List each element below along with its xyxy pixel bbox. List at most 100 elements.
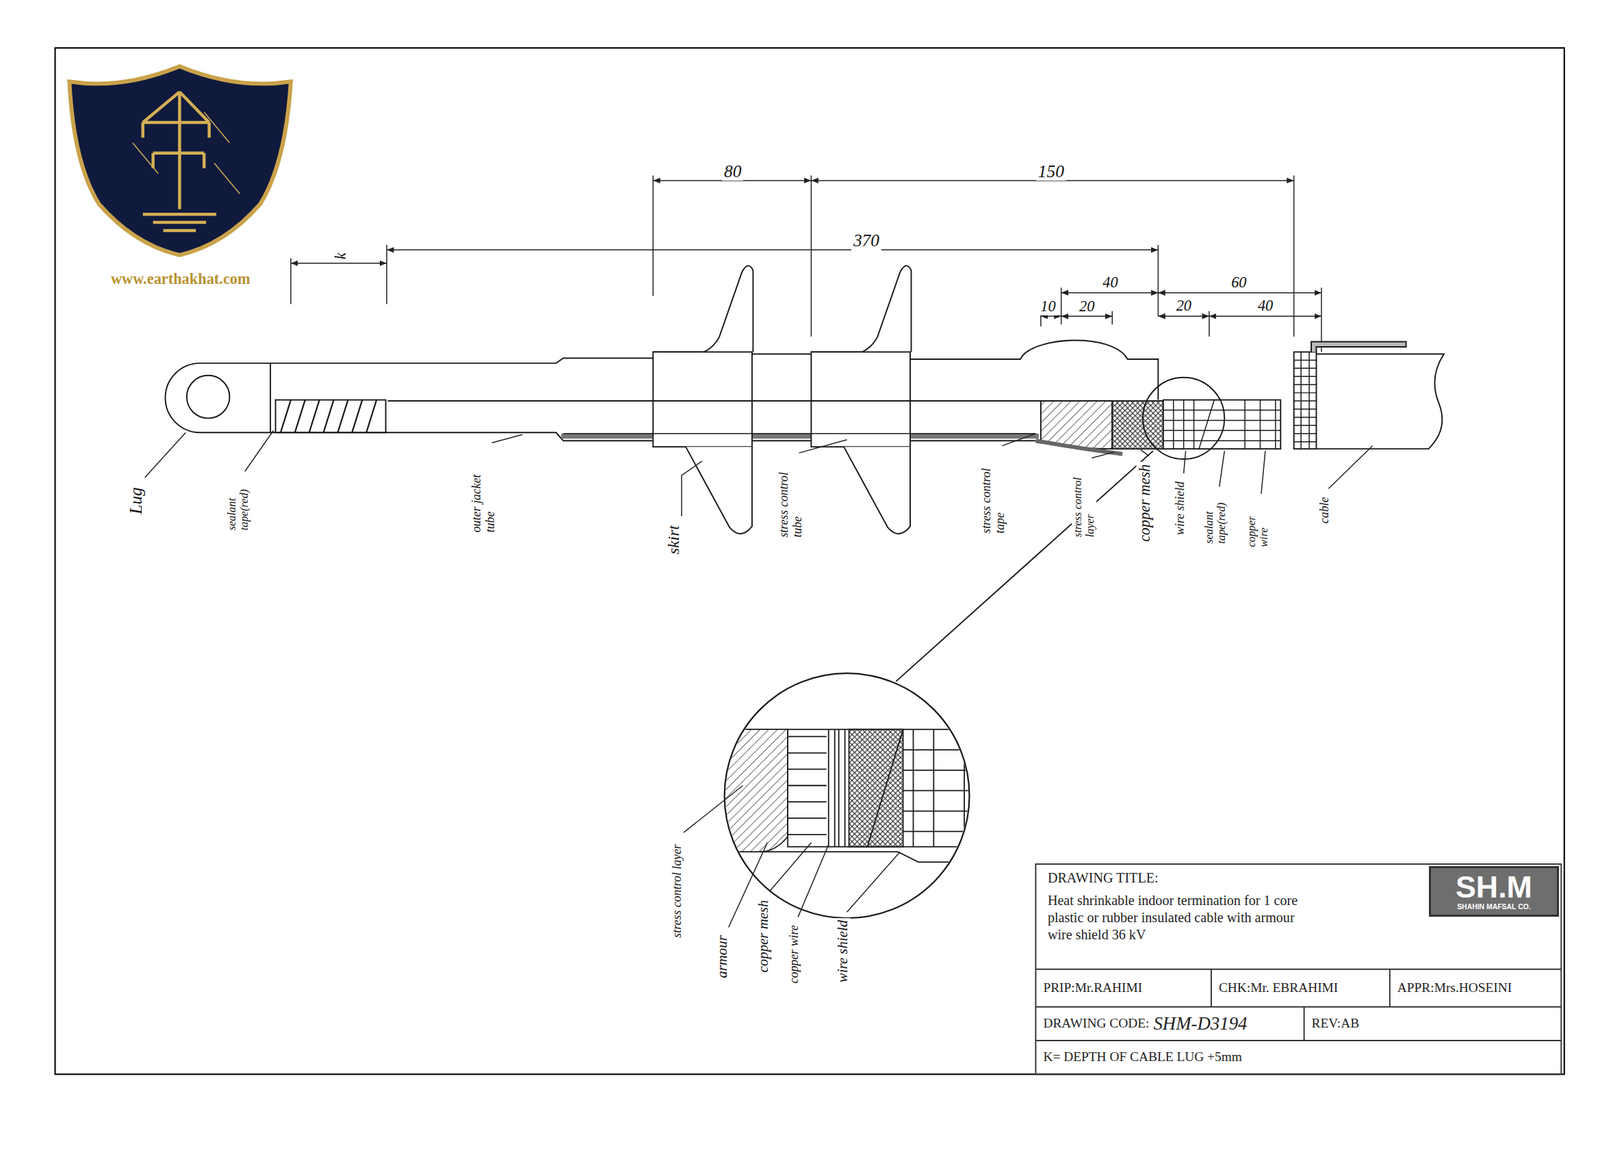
dimension-lines-part — [290, 262, 387, 264]
leader-lines-part — [244, 430, 274, 472]
termination-body — [165, 265, 1444, 682]
termination-body-part — [1112, 401, 1164, 449]
leader-lines-part — [1261, 450, 1266, 495]
termination-body-part — [388, 400, 1041, 402]
termination-body-part — [280, 400, 377, 434]
shield-logo-part — [69, 66, 291, 256]
dimension-value: k — [332, 251, 350, 263]
dimension-value: 370 — [851, 231, 882, 251]
part-label: stress control tube — [777, 459, 805, 540]
dimension-lines-part — [1209, 316, 1322, 317]
detail-view-part-part — [787, 737, 827, 835]
shield-logo-part — [132, 112, 241, 194]
part-label: sealant tape(red) — [226, 477, 252, 534]
code-heading: DRAWING CODE: — [1042, 1016, 1150, 1032]
revision-cell: REV:AB — [1306, 1009, 1560, 1039]
termination-body-part — [652, 351, 753, 447]
detail-view — [724, 673, 970, 919]
shield-logo-part-part — [177, 91, 181, 209]
termination-body-part — [1035, 440, 1123, 454]
note-cell: K= DEPTH OF CABLE LUG +5mm — [1037, 1042, 1559, 1073]
drawing-code-cell: DRAWING CODE:SHM-D3194 — [1037, 1009, 1302, 1039]
title-block-part — [1035, 864, 1561, 1075]
part-label: copper mesh — [1136, 461, 1154, 545]
dimension-value: 20 — [1174, 297, 1194, 315]
logo-subtext: SHAHIN MAFSAL CO. — [1456, 903, 1531, 911]
shield-logo-part-part — [143, 122, 210, 169]
detail-label: stress control layer — [670, 839, 685, 941]
title-block — [1035, 864, 1561, 1075]
termination-body-part — [910, 340, 1158, 400]
drawing-code: SHM-D3194 — [1153, 1013, 1247, 1035]
dimension-lines-part — [1061, 316, 1113, 317]
leader-lines-part — [1091, 452, 1115, 459]
termination-body-part — [275, 400, 386, 434]
title-cell: DRAWING TITLE: Heat shrinkable indoor ter… — [1040, 866, 1421, 968]
dimension-lines-part — [290, 175, 1322, 352]
termination-body-part — [652, 265, 753, 352]
title-heading: DRAWING TITLE: — [1047, 870, 1159, 887]
title-text: Heat shrinkable indoor termination for 1… — [1047, 892, 1303, 944]
part-label: wire shield — [1173, 479, 1188, 537]
detail-label: copper wire — [786, 923, 801, 986]
termination-body-part — [895, 450, 1154, 682]
approved-cell: APPR:Mrs.HOSEINI — [1391, 971, 1560, 1006]
termination-body-part — [810, 351, 911, 447]
termination-body-part — [563, 433, 1036, 434]
leader-lines-part — [797, 845, 829, 918]
part-label: cable — [1317, 494, 1332, 526]
detail-label: armour — [714, 934, 731, 982]
revision-text: REV:AB — [1311, 1016, 1360, 1032]
part-label: stress control tape — [980, 452, 1008, 536]
termination-body-part — [270, 357, 653, 363]
dimension-value: 80 — [721, 162, 744, 182]
detail-label: copper mesh — [755, 897, 772, 975]
termination-body-part — [1294, 351, 1317, 449]
detail-view-part-part — [724, 729, 788, 853]
frame — [55, 47, 1565, 1075]
leader-lines-part — [1183, 450, 1186, 474]
dimension-value: 40 — [1100, 274, 1120, 292]
part-label: stress control layer — [1071, 463, 1097, 540]
leader-lines-part — [847, 852, 901, 913]
termination-body-part — [1311, 342, 1407, 353]
termination-body-part — [685, 446, 753, 534]
detail-view-part-part — [867, 729, 903, 847]
leader-lines-part — [769, 843, 811, 893]
dimension-value: 20 — [1077, 298, 1097, 316]
detail-view-part — [724, 673, 970, 919]
shield-logo — [69, 66, 291, 256]
dimension-lines-part — [386, 249, 1158, 251]
termination-body-part — [165, 363, 272, 433]
termination-body-part — [1315, 353, 1444, 449]
leader-lines — [145, 430, 1373, 928]
leader-lines-part — [1328, 446, 1373, 490]
signature-text: CHK:Mr. EBRAHIMI — [1218, 980, 1338, 996]
termination-body-part — [810, 265, 911, 352]
termination-body-part — [752, 353, 811, 355]
dimension-lines-part — [1040, 316, 1062, 317]
leader-lines-part — [492, 434, 523, 443]
detail-view-part — [724, 729, 970, 863]
dimension-value: 150 — [1036, 162, 1067, 182]
shield-logo-part-part — [132, 112, 241, 194]
shield-logo-part-part — [143, 214, 217, 231]
detail-view-part-part — [787, 729, 965, 847]
part-label: Lug — [126, 485, 146, 516]
prepared-cell: PRIP:Mr.RAHIMI — [1037, 971, 1210, 1006]
shield-logo-part-part — [143, 91, 210, 123]
leader-lines-part — [1219, 450, 1225, 487]
termination-body-part — [186, 375, 230, 419]
leader-lines-part — [1140, 450, 1150, 457]
note-text: K= DEPTH OF CABLE LUG +5mm — [1042, 1049, 1242, 1065]
leader-lines-part — [145, 432, 187, 478]
termination-body-part — [1294, 351, 1317, 449]
signature-text: APPR:Mrs.HOSEINI — [1397, 980, 1512, 996]
dimension-lines-part — [1157, 292, 1322, 293]
dimension-lines — [290, 175, 1322, 352]
part-label: copper wire — [1245, 500, 1271, 550]
signature-text: PRIP:Mr.RAHIMI — [1042, 980, 1143, 996]
frame-part — [55, 47, 1565, 1075]
dimension-lines-part — [1157, 316, 1210, 317]
